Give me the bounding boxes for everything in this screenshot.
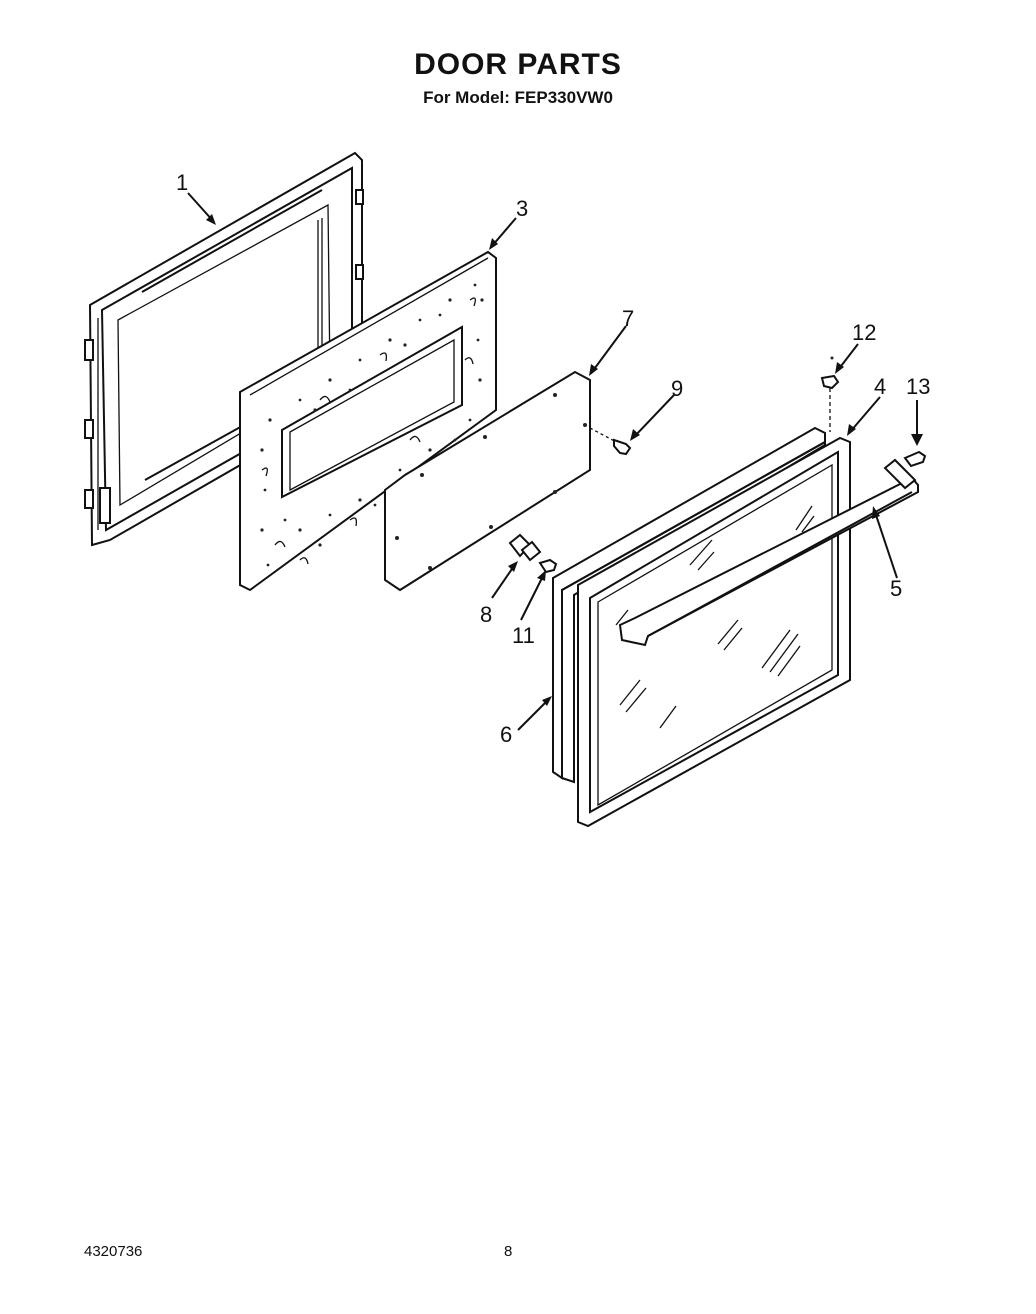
page-title: DOOR PARTS xyxy=(414,48,622,81)
part-13-screw xyxy=(903,450,927,468)
part-7-plate xyxy=(384,370,591,592)
part-6-outer-glass xyxy=(552,426,826,784)
callout-8: 8 xyxy=(480,602,492,627)
callout-3: 3 xyxy=(516,196,528,221)
part-11-screw xyxy=(538,558,558,574)
callout-13: 13 xyxy=(906,374,930,399)
part-12-screw xyxy=(820,356,840,432)
document-number: 4320736 xyxy=(84,1243,143,1260)
callout-9: 9 xyxy=(671,376,683,401)
model-subtitle: For Model: FEP330VW0 xyxy=(423,88,613,107)
callout-12: 12 xyxy=(852,320,876,345)
page-number: 8 xyxy=(504,1243,513,1260)
part-8-clip xyxy=(508,533,542,562)
part-9-screw xyxy=(589,427,632,456)
part-4-door-glass xyxy=(577,436,851,828)
callout-7: 7 xyxy=(622,306,634,331)
callout-4: 4 xyxy=(874,374,886,399)
callout-1: 1 xyxy=(176,170,188,195)
part-1-inner-door-frame xyxy=(84,151,364,547)
part-3-insulation xyxy=(239,250,497,592)
callout-5: 5 xyxy=(890,576,902,601)
part-5-handle xyxy=(618,458,919,647)
callout-6: 6 xyxy=(500,722,512,747)
leader-lines xyxy=(187,192,923,731)
callout-11: 11 xyxy=(512,623,535,648)
